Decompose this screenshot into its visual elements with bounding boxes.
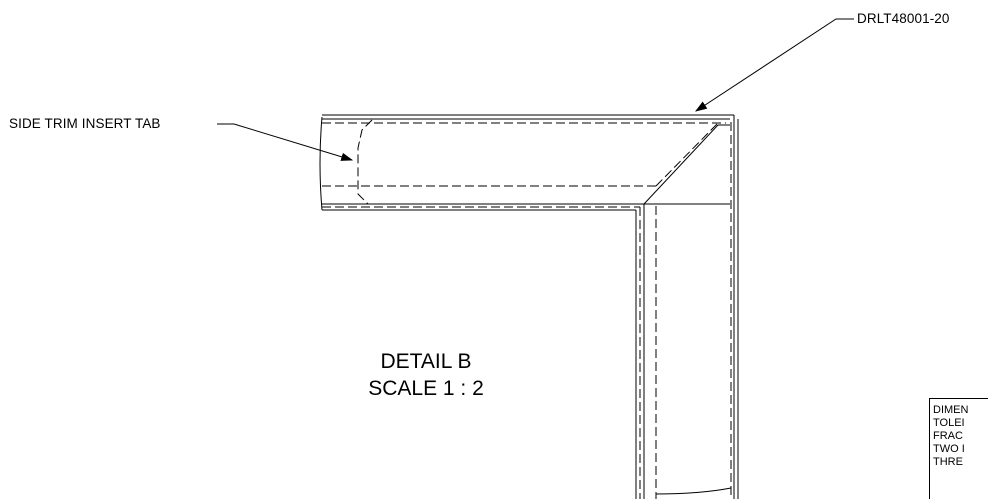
insert-tab-outline <box>357 119 373 205</box>
side-trim-leader <box>217 123 354 161</box>
title-block-frame <box>929 398 988 499</box>
detail-scale: SCALE 1 : 2 <box>368 377 484 400</box>
miter-corner <box>643 122 730 205</box>
title-block-line: FRAC <box>933 430 963 442</box>
horizontal-trim <box>319 114 734 211</box>
title-block-line: THRE <box>933 456 963 468</box>
part-number-leader <box>694 18 854 112</box>
side-trim-insert-tab-label: SIDE TRIM INSERT TAB <box>9 116 161 131</box>
detail-title: DETAIL B <box>380 350 472 373</box>
title-block-line: TWO I <box>933 443 965 455</box>
horizontal-trim-end-cap <box>319 116 323 211</box>
title-block-line: DIMEN <box>933 404 969 416</box>
title-block-line: TOLEI <box>933 417 965 429</box>
vertical-trim <box>635 115 739 499</box>
part-number-label: DRLT48001-20 <box>857 11 950 26</box>
vertical-trim-end-cap <box>655 487 732 495</box>
